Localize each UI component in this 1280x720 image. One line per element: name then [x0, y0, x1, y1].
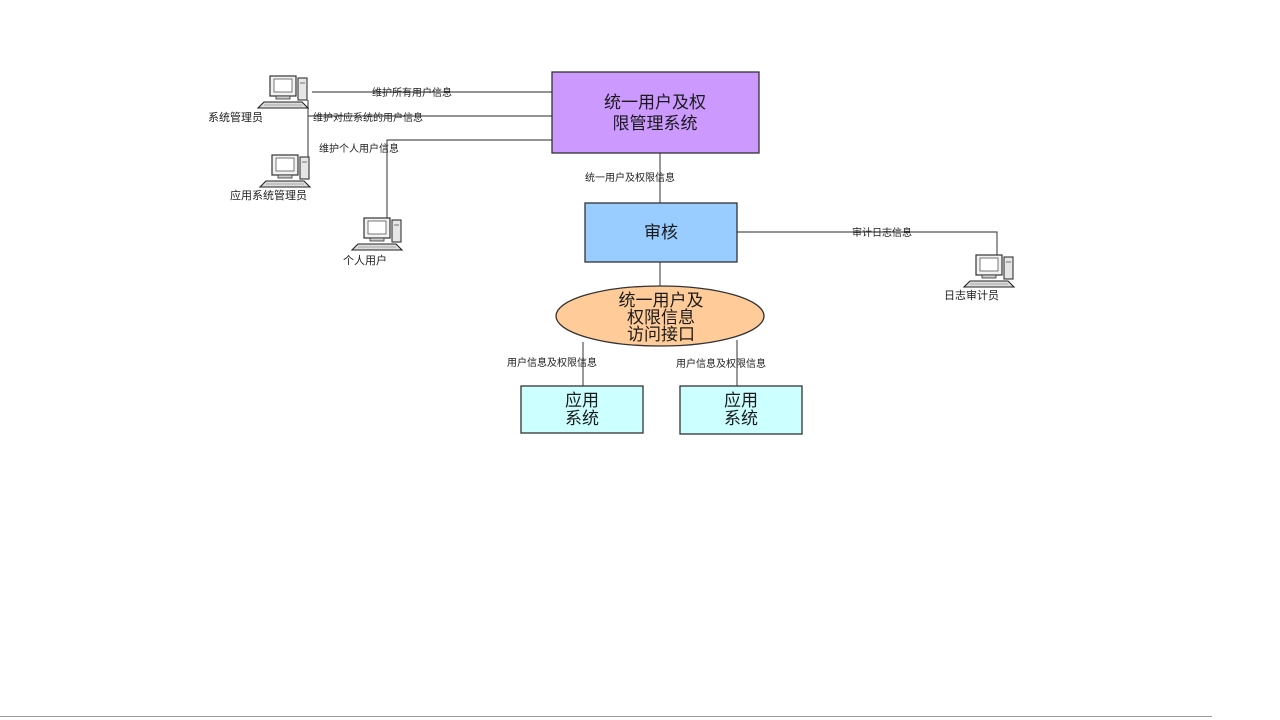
app2-line1: 应用 — [724, 391, 758, 411]
unified-management-system-node: 统一用户及权 限管理系统 — [551, 71, 760, 154]
audit-node: 审核 — [584, 202, 738, 263]
computer-icon — [259, 154, 311, 188]
edge-label-app2-info: 用户信息及权限信息 — [676, 357, 766, 370]
actor-log-auditor: 日志审计员 — [944, 254, 1015, 302]
actor-system-admin: 系统管理员 — [208, 75, 309, 124]
actor-app-admin: 应用系统管理员 — [230, 154, 311, 202]
interface-line2: 权限信息 — [627, 308, 695, 328]
edge-label-maintain-all: 维护所有用户信息 — [372, 86, 452, 99]
unified-system-line2: 限管理系统 — [613, 114, 698, 134]
actor-label-app-admin: 应用系统管理员 — [230, 188, 307, 202]
audit-label: 审核 — [644, 223, 678, 243]
interface-line3: 访问接口 — [627, 325, 695, 345]
computer-icon — [351, 217, 403, 251]
app1-line2: 系统 — [565, 409, 599, 429]
edge-label-app1-info: 用户信息及权限信息 — [507, 356, 597, 369]
application-system-node-2: 应用 系统 — [679, 385, 803, 435]
connectors — [307, 91, 998, 386]
unified-system-line1: 统一用户及权 — [604, 93, 706, 113]
app2-line2: 系统 — [724, 409, 758, 429]
actor-label-log-auditor: 日志审计员 — [944, 288, 999, 302]
actor-label-personal-user: 个人用户 — [343, 253, 387, 267]
bottom-divider — [0, 716, 1212, 717]
app1-line1: 应用 — [565, 391, 599, 411]
edge-label-maintain-app: 维护对应系统的用户信息 — [313, 111, 423, 124]
edge-label-unified-info: 统一用户及权限信息 — [585, 171, 675, 184]
computer-icon — [963, 254, 1015, 288]
actor-label-system-admin: 系统管理员 — [208, 110, 263, 124]
edge-label-maintain-personal: 维护个人用户信息 — [319, 142, 399, 155]
computer-icon — [257, 75, 309, 109]
actor-personal-user: 个人用户 — [343, 217, 403, 267]
interface-line1: 统一用户及 — [619, 291, 704, 311]
application-system-node-1: 应用 系统 — [520, 385, 644, 434]
edge-label-audit-log: 审计日志信息 — [852, 226, 912, 239]
access-interface-node: 统一用户及 权限信息 访问接口 — [555, 285, 765, 347]
